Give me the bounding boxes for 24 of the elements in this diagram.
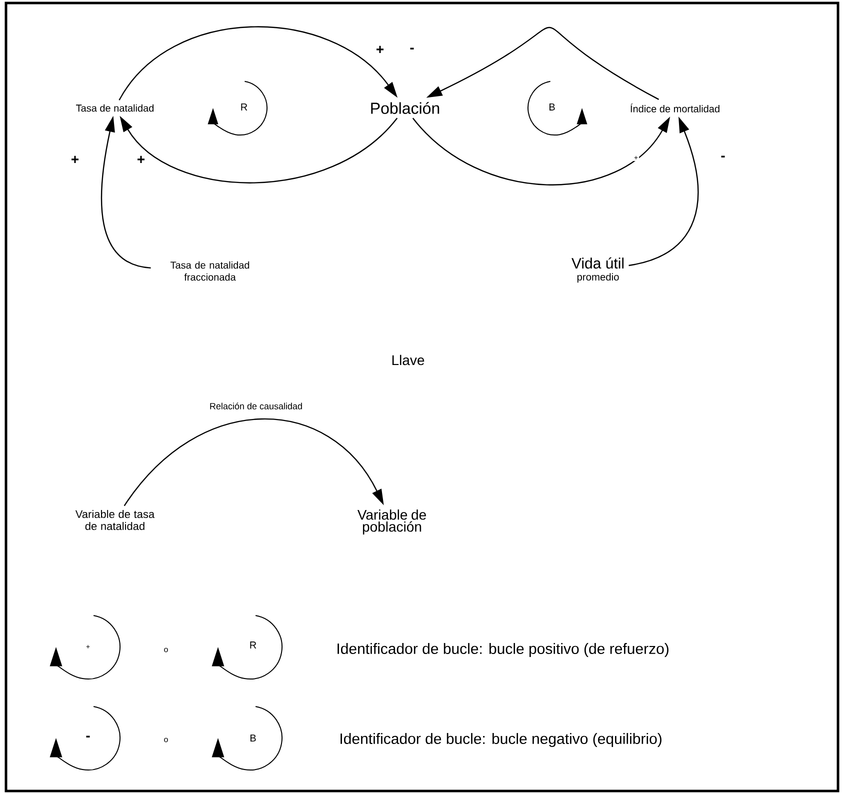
edge-label: +	[70, 154, 80, 166]
edge-label: Relación de causalidad	[208, 402, 304, 410]
edge-label: -	[720, 154, 726, 162]
variable-label: Índice de mortalidad	[630, 104, 720, 112]
variable-label: Población	[371, 102, 440, 114]
text-label: Identificador de bucle: bucle negativo (equilibrio)	[340, 733, 662, 747]
variable-label: Variable de tasa de natalidad	[75, 510, 155, 530]
text-label: o	[164, 738, 168, 742]
variable-label: Tasa de natalidad	[76, 104, 154, 112]
edge-label: -	[408, 46, 416, 54]
text-label: o	[164, 648, 168, 652]
text-label: R	[250, 642, 256, 648]
variable-label: Vida útil promedio	[572, 257, 624, 283]
text-label: R	[241, 104, 248, 110]
text-label: -	[86, 736, 90, 738]
text-label: B	[250, 734, 256, 742]
text-label: B	[550, 104, 555, 110]
variable-label: Variable de población	[357, 509, 426, 535]
text-label: Identificador de bucle: bucle positivo (de refuerzo)	[338, 643, 668, 657]
edge-label: +	[136, 154, 146, 166]
text-label: Llave	[392, 354, 424, 366]
edge-label: +	[374, 44, 386, 56]
variable-label: Tasa de natalidad fraccionada	[170, 261, 250, 281]
arrow	[124, 418, 384, 506]
